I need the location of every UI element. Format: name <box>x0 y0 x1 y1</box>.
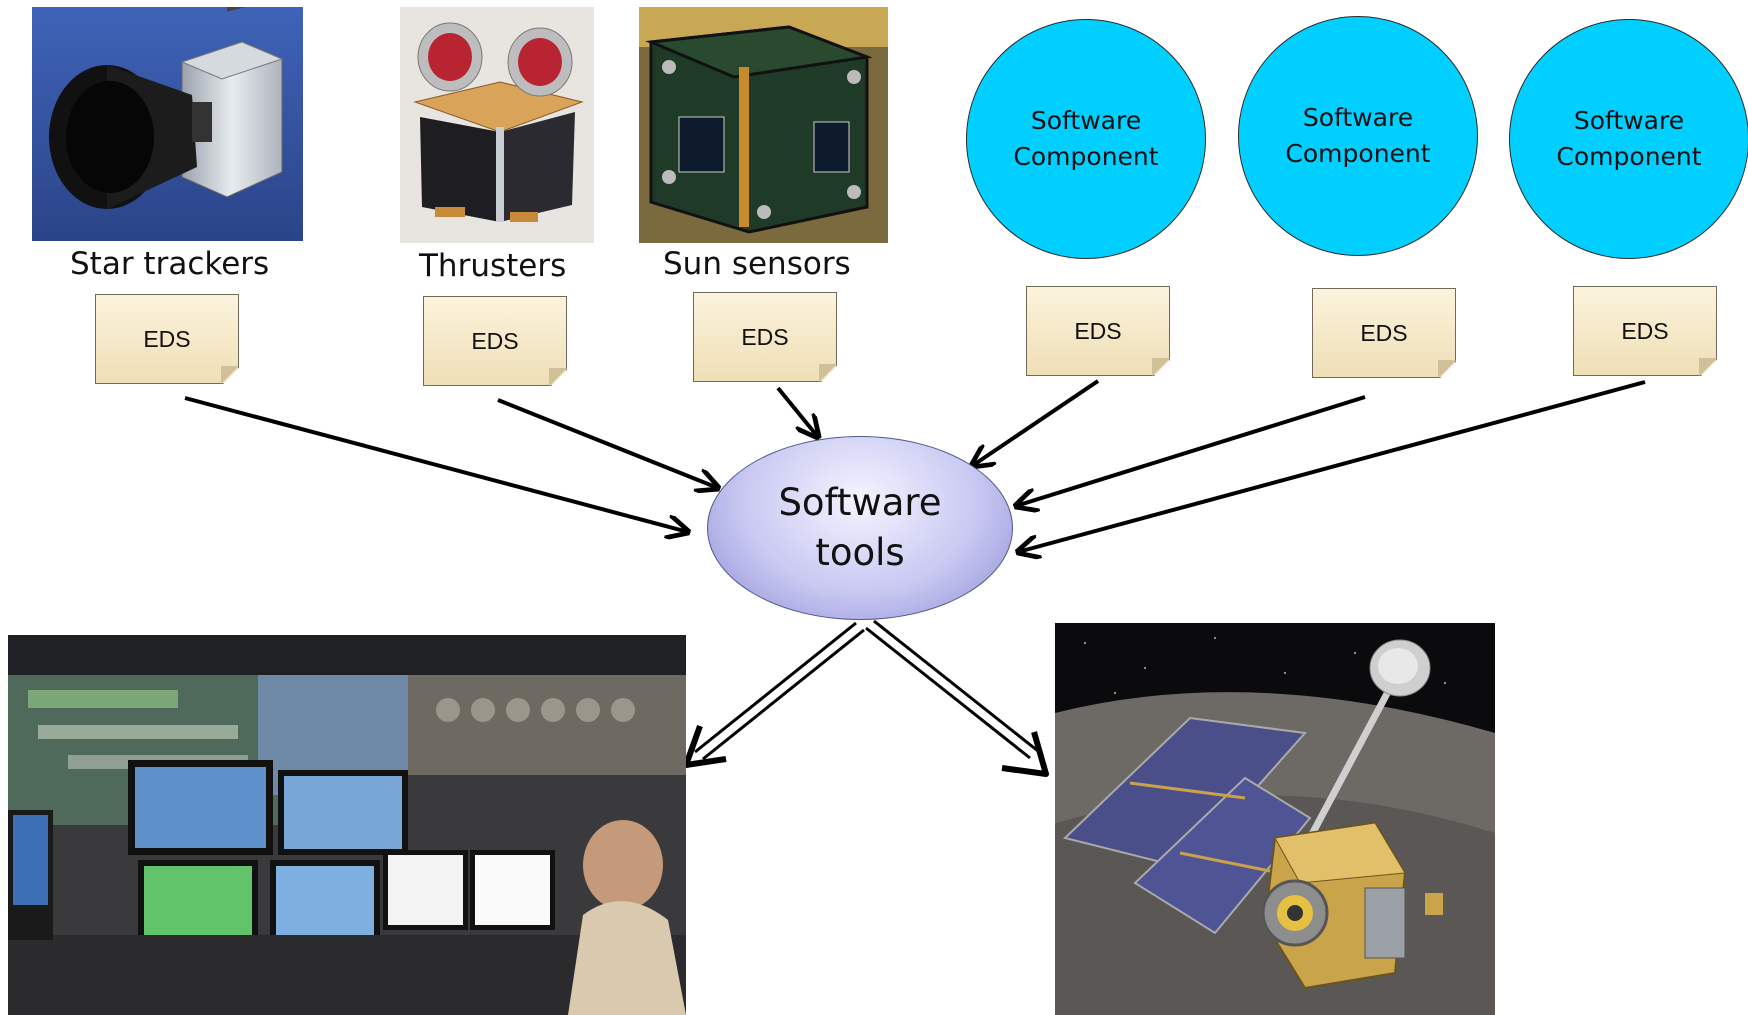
software-tools-node: Software tools <box>707 436 1013 620</box>
sun-sensors-caption: Sun sensors <box>663 246 851 282</box>
sun-sensor-photo <box>639 7 888 243</box>
tools-label-line2: tools <box>815 531 905 574</box>
arrow-to-mission-control <box>683 621 865 768</box>
eds-label: EDS <box>741 323 789 350</box>
star-trackers-caption: Star trackers <box>70 246 270 282</box>
arrow-component-2 <box>1016 395 1366 506</box>
thrusters-caption: Thrusters <box>419 248 567 284</box>
arrow-to-spacecraft <box>865 619 1049 777</box>
component-label-line1: Software <box>1302 103 1414 132</box>
star-tracker-photo <box>32 7 303 241</box>
eds-label: EDS <box>1074 317 1122 344</box>
component-label-line2: Component <box>1013 142 1159 171</box>
mission-control-room-photo <box>8 635 686 1015</box>
eds-label: EDS <box>143 325 191 352</box>
arrow-component-1 <box>972 379 1100 466</box>
arrow-component-3 <box>1018 380 1646 552</box>
component-label-line2: Component <box>1285 139 1431 168</box>
eds-note-star-trackers: EDS <box>95 294 239 384</box>
tools-label-line1: Software <box>778 481 942 524</box>
eds-note-sun-sensors: EDS <box>693 292 837 382</box>
eds-label: EDS <box>471 327 519 354</box>
component-label-line1: Software <box>1030 106 1142 135</box>
thruster-photo <box>400 7 594 243</box>
eds-label: EDS <box>1621 317 1669 344</box>
spacecraft-photo <box>1055 623 1495 1015</box>
eds-note-component-1: EDS <box>1026 286 1170 376</box>
component-label-line1: Software <box>1573 106 1685 135</box>
arrow-thrusters <box>497 398 718 488</box>
arrow-star-trackers <box>184 396 688 532</box>
arrow-sun-sensors <box>776 386 818 437</box>
component-label-line2: Component <box>1556 142 1702 171</box>
eds-label: EDS <box>1360 319 1408 346</box>
eds-note-component-3: EDS <box>1573 286 1717 376</box>
eds-note-component-2: EDS <box>1312 288 1456 378</box>
